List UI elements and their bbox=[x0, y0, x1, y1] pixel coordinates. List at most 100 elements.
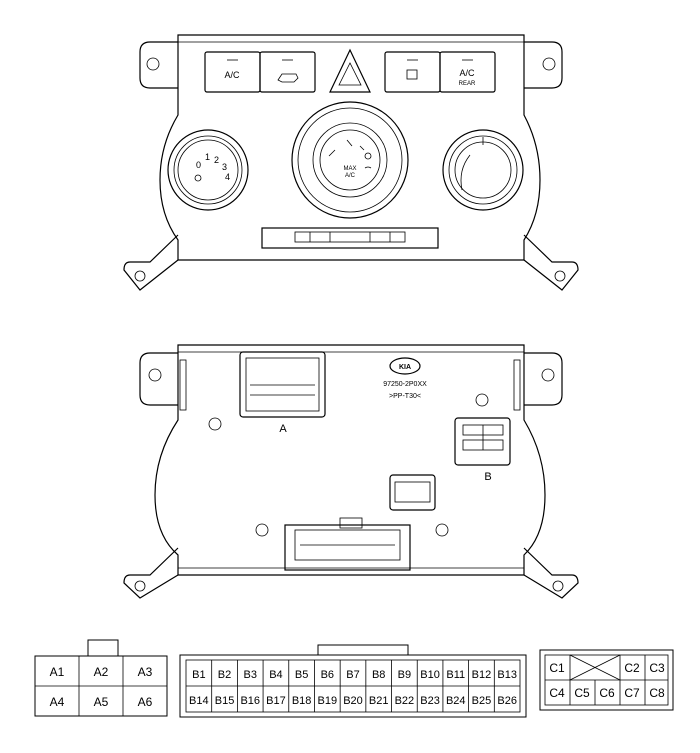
connector-b-socket: B bbox=[454, 417, 511, 483]
pin-b3: B3 bbox=[243, 669, 256, 681]
fan-pos-2: 2 bbox=[214, 155, 219, 165]
temp-indicator-arc bbox=[460, 154, 471, 191]
pin-b26: B26 bbox=[497, 695, 517, 707]
mode-face-icon bbox=[328, 149, 336, 157]
pin-b15: B15 bbox=[215, 695, 235, 707]
mode-center-label-2: A/C bbox=[345, 173, 356, 179]
screw-icon bbox=[435, 523, 449, 537]
rear-defrost-button[interactable] bbox=[384, 51, 441, 93]
rear-right-leg bbox=[523, 547, 579, 599]
connector-b-label: B bbox=[484, 471, 491, 483]
pin-b12: B12 bbox=[472, 669, 492, 681]
connector-a-socket: A bbox=[239, 351, 326, 435]
pin-b2: B2 bbox=[218, 669, 231, 681]
connector-a-key bbox=[87, 639, 119, 657]
pin-a3: A3 bbox=[138, 665, 153, 679]
ac-rear-label: A/C bbox=[459, 68, 475, 78]
pin-b18: B18 bbox=[292, 695, 312, 707]
fan-speed-knob[interactable]: 0 1 2 3 4 bbox=[167, 129, 249, 211]
ac-rear-button[interactable] bbox=[439, 51, 496, 93]
pin-a1: A1 bbox=[50, 665, 65, 679]
connector-b-key bbox=[317, 644, 409, 656]
pin-b8: B8 bbox=[372, 669, 385, 681]
connector-a-label: A bbox=[279, 423, 287, 435]
screw-icon bbox=[255, 523, 269, 537]
pin-c2: C2 bbox=[624, 661, 640, 675]
recirc-button[interactable] bbox=[259, 51, 316, 93]
pin-b9: B9 bbox=[398, 669, 411, 681]
front-right-ear bbox=[524, 41, 563, 89]
front-housing bbox=[159, 34, 541, 261]
pin-a6: A6 bbox=[138, 695, 153, 709]
rear-defrost-icon bbox=[406, 69, 418, 80]
pin-c6: C6 bbox=[599, 686, 615, 700]
screw-icon bbox=[208, 417, 222, 431]
front-left-leg bbox=[123, 234, 179, 291]
ac-button-label: A/C bbox=[224, 70, 240, 80]
rear-left-leg bbox=[123, 547, 179, 599]
pin-b1: B1 bbox=[192, 669, 205, 681]
front-left-ear bbox=[139, 41, 178, 89]
pin-c3: C3 bbox=[649, 661, 665, 675]
front-bottom-lever bbox=[294, 231, 406, 243]
pin-b21: B21 bbox=[369, 695, 389, 707]
mode-mix-icon bbox=[364, 152, 372, 160]
rear-left-ear bbox=[139, 352, 178, 406]
connector-c-socket bbox=[389, 474, 436, 511]
pin-c8: C8 bbox=[649, 686, 665, 700]
pin-a5: A5 bbox=[94, 695, 109, 709]
hazard-icon bbox=[338, 62, 362, 86]
pin-b24: B24 bbox=[446, 695, 466, 707]
pin-b19: B19 bbox=[318, 695, 338, 707]
rear-housing bbox=[154, 344, 546, 576]
mode-center-label-1: MAX bbox=[343, 166, 356, 172]
fan-icon bbox=[194, 174, 202, 182]
pin-b13: B13 bbox=[497, 669, 517, 681]
part-number: 97250-2P0XX bbox=[383, 381, 427, 388]
pin-b16: B16 bbox=[240, 695, 260, 707]
fan-pos-1: 1 bbox=[205, 152, 210, 162]
pin-b5: B5 bbox=[295, 669, 308, 681]
rear-right-ear bbox=[524, 352, 563, 406]
kia-logo bbox=[389, 357, 421, 375]
pin-c7: C7 bbox=[624, 686, 640, 700]
pin-b10: B10 bbox=[420, 669, 440, 681]
connector-a-pinout: A1 A2 A3 A4 A5 A6 bbox=[34, 639, 168, 717]
front-right-leg bbox=[523, 234, 579, 291]
mode-defrost-icon bbox=[364, 166, 372, 169]
rear-bottom-harness bbox=[284, 517, 411, 571]
pin-b11: B11 bbox=[446, 669, 465, 681]
pin-c4: C4 bbox=[549, 686, 565, 700]
pin-b7: B7 bbox=[346, 669, 359, 681]
front-bottom-slot bbox=[261, 227, 439, 249]
temperature-knob[interactable] bbox=[442, 129, 524, 211]
hazard-button[interactable] bbox=[329, 48, 371, 93]
screw-icon bbox=[475, 393, 489, 407]
mode-floor-icon bbox=[359, 145, 365, 151]
mode-knob[interactable]: MAX A/C bbox=[291, 101, 409, 219]
fan-pos-3: 3 bbox=[222, 162, 227, 172]
pin-a2: A2 bbox=[94, 665, 109, 679]
pin-b23: B23 bbox=[420, 695, 440, 707]
fan-pos-4: 4 bbox=[225, 172, 230, 182]
pin-b4: B4 bbox=[269, 669, 282, 681]
material-code: >PP-T30< bbox=[389, 393, 421, 400]
kia-logo-text: KIA bbox=[399, 364, 411, 371]
front-panel: A/C A/C REAR 0 1 2 3 4 bbox=[123, 34, 579, 291]
connector-c-pinout: C1 C2 C3 C4 C5 C6 C7 C8 bbox=[539, 649, 674, 711]
pin-a4: A4 bbox=[50, 695, 65, 709]
rear-panel: A KIA 97250-2P0XX >PP-T30< B bbox=[123, 344, 579, 599]
fan-pos-0: 0 bbox=[196, 160, 201, 170]
pin-c5: C5 bbox=[574, 686, 590, 700]
pin-b14: B14 bbox=[189, 695, 209, 707]
pin-b25: B25 bbox=[472, 695, 492, 707]
recirc-icon bbox=[277, 73, 299, 83]
ac-rear-sublabel: REAR bbox=[459, 81, 476, 87]
pin-b20: B20 bbox=[343, 695, 363, 707]
pin-b6: B6 bbox=[321, 669, 334, 681]
pin-b17: B17 bbox=[266, 695, 286, 707]
pin-b22: B22 bbox=[395, 695, 415, 707]
pin-c1: C1 bbox=[549, 661, 565, 675]
